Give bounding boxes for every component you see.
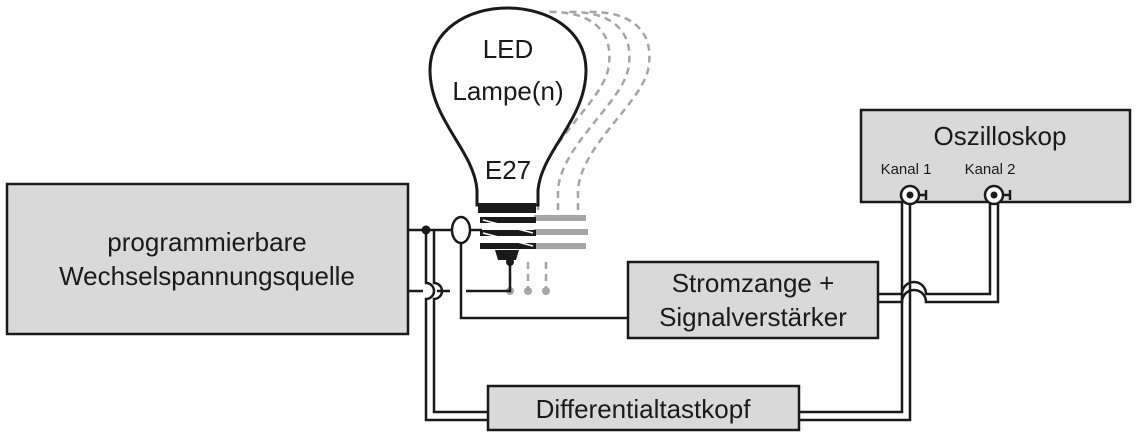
oscilloscope-channel2-label: Kanal 2 (965, 161, 1016, 178)
junction-dot (506, 258, 514, 266)
oscilloscope-title: Oszilloskop (934, 121, 1067, 151)
additional-lamp-sockets-ghost (534, 215, 588, 249)
ac-source-label-line1: programmierbare (107, 227, 306, 257)
current-clamp-label-line1: Stromzange + (672, 268, 835, 298)
led-lamp-bulb (428, 6, 588, 207)
differential-probe-label: Differentialtastkopf (536, 394, 752, 424)
current-clamp-box (626, 260, 880, 340)
current-clamp-label-line2: Signalverstärker (659, 302, 847, 332)
bnc-connector-channel1-icon (899, 184, 928, 206)
ac-source-label-line2: Wechselspannungsquelle (59, 261, 355, 291)
ac-source-box (5, 182, 410, 336)
ghost-junctions (506, 287, 550, 295)
additional-lamp-leads-ghost (508, 262, 548, 291)
lamp-label-line2: Lampe(n) (452, 76, 563, 106)
differential-probe-box (486, 384, 801, 432)
lamp-socket-label: E27 (485, 155, 531, 185)
ghost-junction-dot (542, 287, 550, 295)
oscilloscope-channel1-label: Kanal 1 (881, 161, 932, 178)
additional-lamps-ghost (536, 10, 651, 210)
bnc-connector-channel2-icon (983, 184, 1012, 206)
lamp-label-line1: LED (483, 34, 534, 64)
probe-leads (424, 195, 912, 422)
ghost-junction-dot (524, 287, 532, 295)
e27-socket (478, 203, 536, 260)
current-clamp-ring (450, 215, 472, 245)
